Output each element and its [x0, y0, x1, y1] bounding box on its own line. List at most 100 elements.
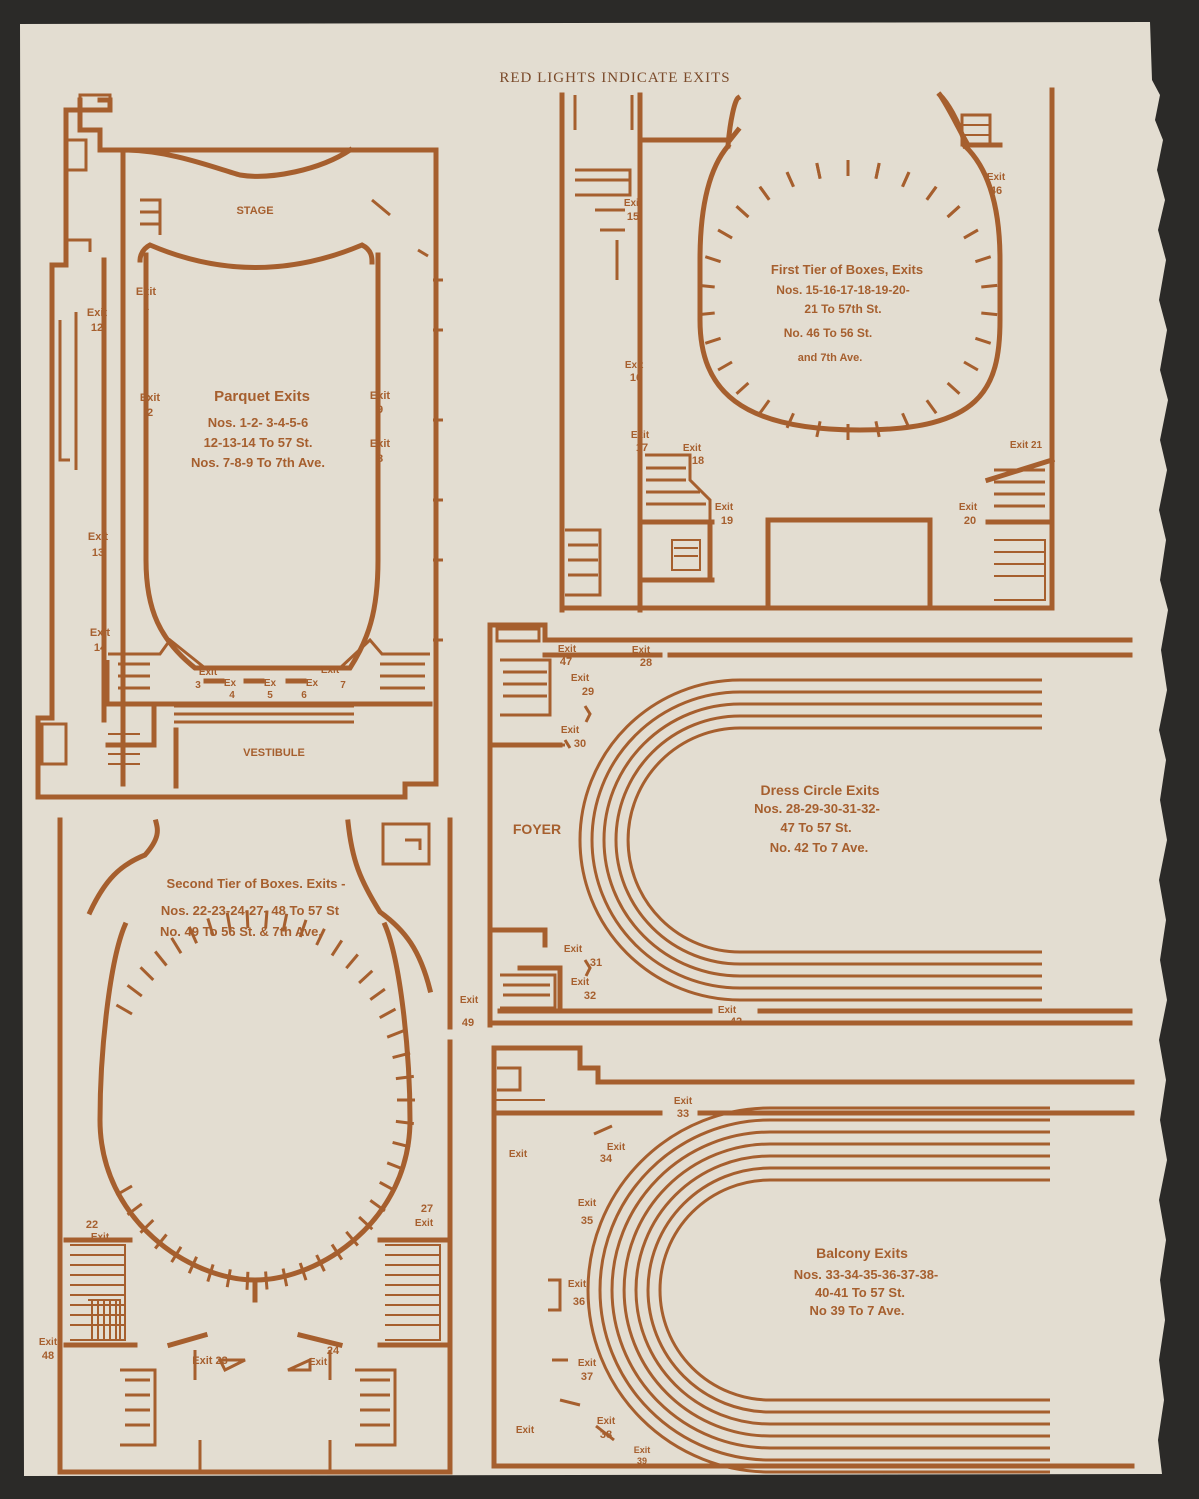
- box-partition: [901, 171, 911, 188]
- exit-30-label: Exit: [561, 725, 580, 736]
- box-partition: [345, 1230, 359, 1247]
- box-partition: [901, 412, 911, 429]
- box-partition: [395, 1119, 414, 1126]
- exit-12-number: 12: [91, 322, 103, 334]
- second-tier-title: Second Tier of Boxes. Exits -: [167, 876, 346, 891]
- parquet-line-1: Nos. 1-2- 3-4-5-6: [208, 415, 308, 430]
- exit-3-number: 3: [195, 680, 201, 691]
- box-partition: [874, 420, 881, 438]
- exit-20-number: 20: [964, 515, 976, 527]
- balcony-line-2: 40-41 To 57 St.: [815, 1285, 905, 1300]
- parquet-line-3: Nos. 7-8-9 To 7th Ave.: [191, 455, 325, 470]
- box-partition: [815, 162, 822, 180]
- exit-47-label: Exit: [558, 644, 577, 655]
- exit-6-label: Ex: [306, 678, 319, 689]
- box-partition: [395, 1074, 414, 1081]
- box-partition: [369, 987, 386, 1001]
- box-partition: [981, 311, 998, 317]
- box-partition: [245, 910, 250, 929]
- box-partition: [245, 1271, 250, 1290]
- exit-36-label: Exit: [568, 1279, 587, 1290]
- second-tier-box-partitions: [115, 910, 415, 1290]
- page-header: RED LIGHTS INDICATE EXITS: [499, 70, 730, 86]
- exit-9-number: 9: [377, 404, 383, 416]
- box-partition: [115, 1184, 133, 1197]
- stage-label: STAGE: [236, 205, 273, 217]
- exit-4-label: Ex: [224, 678, 237, 689]
- exit-1-label: Exit: [136, 286, 157, 298]
- box-partition: [704, 255, 722, 264]
- box-partition: [139, 1219, 155, 1234]
- exit-36-number: 36: [573, 1296, 585, 1308]
- first-tier-line-2: 21 To 57th St.: [804, 302, 881, 316]
- box-partition: [717, 360, 733, 372]
- exit-42-label: Exit: [718, 1005, 737, 1016]
- parquet-title: Parquet Exits: [214, 388, 310, 405]
- balcony-row: [646, 1166, 1050, 1414]
- box-partition: [225, 1269, 232, 1288]
- box-partition: [758, 185, 771, 201]
- box-partition: [974, 336, 992, 345]
- exit-13-number: 13: [92, 547, 104, 559]
- box-partition: [698, 311, 715, 317]
- box-partition: [187, 926, 198, 944]
- box-partition: [225, 912, 232, 931]
- exit-29-number: 29: [582, 686, 594, 698]
- exit-33-label: Exit: [674, 1096, 693, 1107]
- box-partition: [264, 1271, 269, 1290]
- first-tier-box-partitions: [698, 160, 998, 440]
- dress-circle-line-3: No. 42 To 7 Ave.: [770, 840, 869, 855]
- exit-24-number: 24: [327, 1345, 340, 1357]
- box-partition: [281, 1268, 289, 1287]
- dress-circle-row: [614, 714, 1042, 966]
- exit-34-label: Exit: [607, 1142, 626, 1153]
- exit-27-label: Exit: [415, 1218, 434, 1229]
- second-tier-plan: Second Tier of Boxes. Exits - Nos. 22-23…: [39, 817, 479, 1475]
- balcony-row-lines: [586, 1106, 1050, 1474]
- exit-3-label: Exit: [199, 667, 218, 678]
- exit-15-label: Exit: [624, 198, 643, 209]
- box-partition: [378, 1007, 397, 1020]
- first-tier-title: First Tier of Boxes, Exits: [771, 262, 923, 277]
- exit-49-label: Exit: [460, 995, 479, 1006]
- box-partition: [785, 412, 795, 429]
- box-partition: [330, 1243, 344, 1261]
- box-partition: [126, 984, 143, 998]
- box-partition: [735, 381, 750, 395]
- exit-2-label: Exit: [140, 392, 161, 404]
- vestibule-label: VESTIBULE: [243, 747, 305, 759]
- balcony-row: [598, 1118, 1050, 1462]
- box-partition: [358, 1215, 374, 1231]
- balcony-line-1: Nos. 33-34-35-36-37-38-: [794, 1267, 939, 1282]
- box-partition: [315, 1254, 326, 1272]
- exit-5-label: Ex: [264, 678, 277, 689]
- box-partition: [358, 969, 374, 985]
- exit-17-number: 17: [636, 442, 648, 454]
- box-partition: [298, 1262, 308, 1281]
- first-tier-line-4: and 7th Ave.: [798, 352, 863, 364]
- balcony-exit-left-bottom: Exit: [516, 1425, 535, 1436]
- exit-12-label: Exit: [87, 307, 108, 319]
- exit-23-label: Exit 23: [192, 1355, 227, 1367]
- exit-7-number: 7: [340, 680, 346, 691]
- box-partition: [874, 162, 881, 180]
- exit-39-number: 39: [637, 1456, 647, 1466]
- box-partition: [758, 399, 771, 415]
- box-partition: [115, 1003, 133, 1016]
- exit-17-label: Exit: [631, 430, 650, 441]
- exit-48-label: Exit: [39, 1337, 58, 1348]
- exit-19-label: Exit: [715, 502, 734, 513]
- exit-21-label: Exit 21: [1010, 440, 1043, 451]
- dress-circle-plan: FOYER Dress Circle Exits Nos. 28-29-30-3…: [487, 622, 1133, 1028]
- dress-circle-line-2: 47 To 57 St.: [780, 820, 851, 835]
- balcony-row: [586, 1106, 1050, 1474]
- box-partition: [386, 1029, 405, 1039]
- box-partition: [139, 966, 155, 981]
- exit-7-label: Exit: [321, 665, 340, 676]
- dress-circle-row-lines: [578, 678, 1042, 1002]
- exit-34-number: 34: [600, 1153, 613, 1165]
- exit-16-label: Exit: [625, 360, 644, 371]
- box-partition: [170, 937, 183, 954]
- dress-circle-row: [590, 690, 1042, 990]
